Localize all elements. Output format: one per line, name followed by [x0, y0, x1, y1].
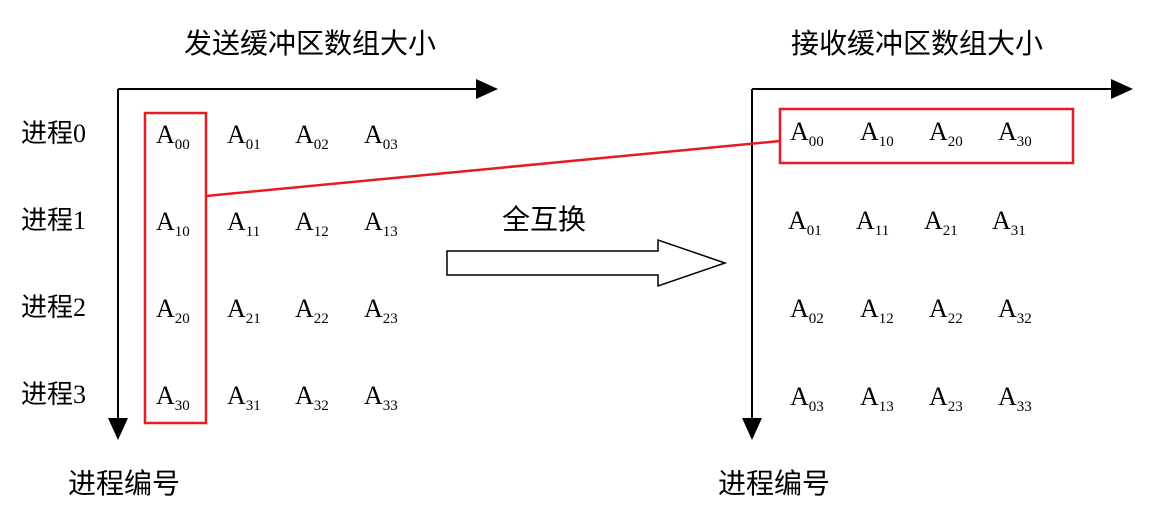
row-label-process-2: 进程2 [21, 293, 87, 323]
recv-cell: A12 [860, 294, 894, 327]
highlight-connector-line [205, 139, 781, 198]
send-cell: A30 [156, 381, 190, 414]
recv-cell: A21 [924, 206, 958, 239]
recv-cell: A00 [790, 117, 824, 150]
send-cell: A01 [227, 120, 261, 153]
recv-cell: A01 [788, 206, 822, 239]
recv-buffer-title: 接收缓冲区数组大小 [791, 27, 1044, 60]
recv-cell: A33 [998, 382, 1032, 415]
send-buffer-title: 发送缓冲区数组大小 [184, 27, 437, 60]
recv-cell: A22 [929, 294, 963, 327]
alltoall-label: 全互换 [502, 203, 587, 236]
send-axis-label: 进程编号 [68, 467, 181, 500]
send-cell: A21 [227, 294, 261, 327]
send-cell: A22 [295, 294, 329, 327]
row-label-process-3: 进程3 [21, 380, 87, 410]
alltoall-block-arrow [446, 238, 728, 288]
recv-cell: A20 [929, 117, 963, 150]
send-column-highlight [143, 111, 208, 425]
recv-x-axis-arrowhead [1111, 79, 1133, 99]
send-cell: A32 [295, 381, 329, 414]
send-cell: A13 [364, 207, 398, 240]
recv-cell: A13 [860, 382, 894, 415]
send-cell: A02 [295, 120, 329, 153]
row-label-process-0: 进程0 [21, 119, 87, 149]
recv-cell: A23 [929, 382, 963, 415]
send-cell: A12 [295, 207, 329, 240]
send-y-axis-arrowhead [108, 418, 128, 440]
send-cell: A03 [364, 120, 398, 153]
send-cell: A33 [364, 381, 398, 414]
send-cell: A10 [156, 207, 190, 240]
send-cell: A20 [156, 294, 190, 327]
recv-cell: A11 [856, 206, 890, 239]
recv-cell: A31 [992, 206, 1026, 239]
recv-cell: A30 [998, 117, 1032, 150]
recv-row-highlight [778, 107, 1075, 165]
recv-y-axis-arrowhead [742, 418, 762, 440]
recv-cell: A03 [790, 382, 824, 415]
send-cell: A00 [156, 120, 190, 153]
send-cell: A11 [227, 207, 261, 240]
send-cell: A23 [364, 294, 398, 327]
recv-cell: A10 [860, 117, 894, 150]
row-label-process-1: 进程1 [21, 206, 87, 236]
recv-axis-label: 进程编号 [718, 467, 831, 500]
send-axes [108, 79, 498, 440]
send-x-axis-arrowhead [476, 79, 498, 99]
recv-cell: A02 [790, 294, 824, 327]
send-cell: A31 [227, 381, 261, 414]
recv-cell: A32 [998, 294, 1032, 327]
